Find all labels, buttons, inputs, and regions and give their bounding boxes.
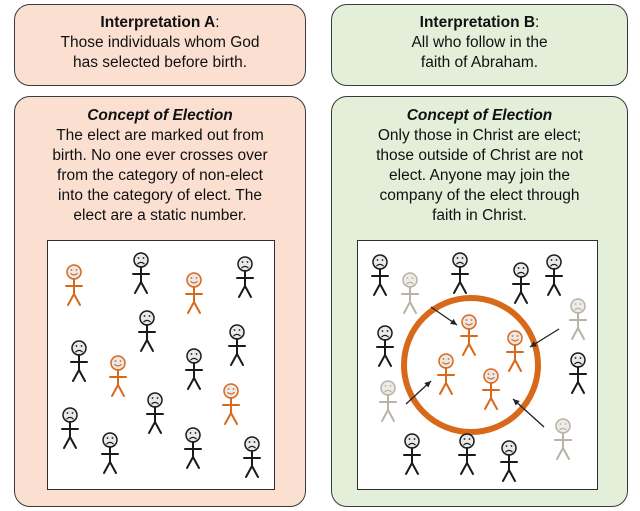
concept-a-text-line: elect are a static number.: [73, 207, 247, 224]
concept-a-text-line: The elect are marked out from: [56, 127, 264, 144]
interpretation-b-heading-line: Interpretation B:: [332, 13, 627, 33]
happy-stick-figure-icon: [460, 314, 478, 356]
in-christ-circle: [401, 295, 541, 435]
happy-stick-figure-icon: [437, 353, 455, 395]
sad-stick-figure-icon: [228, 324, 246, 366]
sad-stick-figure-icon: [146, 392, 164, 434]
sad-stick-figure-icon: [554, 418, 572, 460]
sad-stick-figure-icon: [500, 440, 518, 482]
concept-b-text-line: faith in Christ.: [432, 207, 527, 224]
sad-stick-figure-icon: [70, 340, 88, 382]
interpretation-a-heading: Interpretation A: [100, 14, 216, 31]
sad-stick-figure-icon: [185, 348, 203, 390]
happy-stick-figure-icon: [185, 272, 203, 314]
interpretation-a-line-1: Those individuals whom God: [60, 34, 260, 51]
interpretation-b-line-1: All who follow in the: [411, 34, 548, 51]
concept-a-text-line: into the category of elect. The: [58, 187, 262, 204]
interpretation-b-line-2: faith of Abraham.: [420, 54, 539, 71]
sad-stick-figure-icon: [236, 256, 254, 298]
concept-b-text-line: elect. Anyone may join the: [389, 167, 570, 184]
interpretation-a-line-2: has selected before birth.: [72, 54, 248, 71]
interpretation-b-colon: :: [535, 14, 540, 31]
arrow-icon: [430, 306, 458, 326]
concept-a-text-line: from the category of non-elect: [57, 167, 263, 184]
election-in-christ-figures: [371, 252, 587, 482]
sad-stick-figure-icon: [451, 252, 469, 294]
sad-stick-figure-icon: [371, 254, 389, 296]
static-election-scene: [47, 240, 275, 490]
happy-stick-figure-icon: [109, 355, 127, 397]
interpretation-b-heading: Interpretation B: [419, 14, 536, 31]
sad-stick-figure-icon: [61, 407, 79, 449]
sad-stick-figure-icon: [569, 352, 587, 394]
sad-stick-figure-icon: [101, 432, 119, 474]
happy-stick-figure-icon: [482, 368, 500, 410]
sad-stick-figure-icon: [458, 433, 476, 475]
arrow-icon: [529, 328, 560, 348]
happy-stick-figure-icon: [222, 383, 240, 425]
interpretation-a-colon: :: [215, 14, 220, 31]
concept-b-text-line: company of the elect through: [379, 187, 580, 204]
sad-stick-figure-icon: [138, 310, 156, 352]
sad-stick-figure-icon: [379, 380, 397, 422]
interpretation-b-box: Interpretation B: All who follow in the …: [331, 4, 628, 86]
arrow-icon: [512, 398, 545, 428]
sad-stick-figure-icon: [569, 298, 587, 340]
happy-stick-figure-icon: [65, 264, 83, 306]
happy-stick-figure-icon: [506, 330, 524, 372]
sad-stick-figure-icon: [184, 427, 202, 469]
concept-b-text-line: those outside of Christ are not: [376, 147, 583, 164]
concept-b-text-line: Only those in Christ are elect;: [377, 127, 582, 144]
sad-stick-figure-icon: [512, 262, 530, 304]
interpretation-a-box: Interpretation A: Those individuals whom…: [14, 4, 306, 86]
sad-stick-figure-icon: [401, 272, 419, 314]
election-in-christ-scene: [357, 240, 598, 490]
concept-a-title: Concept of Election: [87, 107, 233, 124]
static-election-figures: [61, 252, 261, 478]
sad-stick-figure-icon: [132, 252, 150, 294]
interpretation-a-heading-line: Interpretation A:: [15, 13, 305, 33]
sad-stick-figure-icon: [376, 325, 394, 367]
sad-stick-figure-icon: [403, 433, 421, 475]
concept-b-title: Concept of Election: [406, 107, 553, 124]
concept-a-text-line: birth. No one ever crosses over: [52, 147, 268, 164]
arrow-icon: [405, 380, 432, 405]
sad-stick-figure-icon: [545, 254, 563, 296]
sad-stick-figure-icon: [243, 436, 261, 478]
